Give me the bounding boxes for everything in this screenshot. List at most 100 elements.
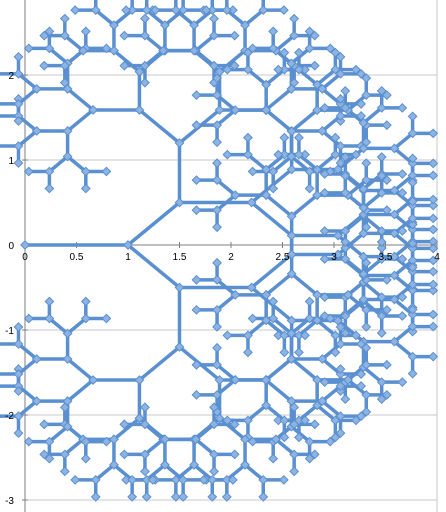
data-point-diamond [361, 389, 372, 400]
data-point-diamond [198, 474, 209, 485]
data-point-diamond [13, 411, 24, 422]
data-point-diamond [317, 83, 328, 94]
data-point-diamond [389, 143, 400, 154]
y-tick-label: 0 [8, 241, 14, 252]
series-line-segment [289, 357, 319, 382]
data-point-diamond [214, 413, 225, 424]
data-point-diamond [212, 304, 222, 315]
data-point-diamond [140, 13, 150, 24]
series-line-segment [65, 108, 95, 133]
data-point-diamond [376, 311, 387, 321]
data-point-diamond [304, 296, 315, 307]
data-point-diamond [304, 453, 315, 464]
series-line-segment [47, 424, 70, 444]
data-point-diamond [243, 64, 253, 75]
data-point-diamond [273, 64, 284, 75]
data-point-diamond [59, 60, 70, 71]
data-point-diamond [309, 60, 320, 71]
data-point-diamond [261, 79, 272, 90]
series-line-segment [264, 108, 294, 133]
data-point-diamond [212, 205, 222, 216]
data-point-diamond [309, 449, 320, 460]
x-tick-label: 0.5 [70, 252, 84, 263]
data-point-diamond [174, 342, 185, 352]
series-line-segment [320, 72, 343, 91]
series-line-segment [112, 416, 142, 442]
data-point-diamond [407, 224, 418, 235]
data-point-diamond [407, 177, 418, 188]
data-point-diamond [23, 166, 34, 177]
data-point-diamond [258, 491, 269, 502]
data-point-diamond [191, 389, 202, 400]
series-line-segment [47, 316, 70, 336]
series-line-segment [93, 463, 116, 482]
series-line-segment [174, 8, 196, 27]
data-point-diamond [247, 313, 258, 324]
data-point-diamond [286, 126, 297, 137]
data-point-diamond [351, 330, 361, 341]
series-line-segment [137, 345, 182, 382]
data-point-diamond [160, 20, 170, 31]
data-point-diamond [212, 342, 222, 353]
data-point-diamond [13, 99, 24, 109]
data-point-diamond [140, 466, 150, 477]
series-line-segment [246, 67, 268, 87]
data-point-diamond [289, 402, 300, 413]
data-point-diamond [140, 449, 150, 460]
data-point-diamond [13, 158, 24, 168]
data-point-diamond [278, 474, 289, 485]
series-line-segment [343, 257, 366, 276]
data-point-diamond [312, 164, 323, 175]
data-point-diamond [127, 491, 138, 502]
series-line-segment [16, 384, 39, 403]
series-markers [13, 5, 439, 502]
data-point-diamond [268, 26, 279, 37]
data-point-diamond [428, 266, 439, 277]
data-point-diamond [330, 330, 341, 341]
series-line-segment [144, 463, 167, 482]
data-point-diamond [134, 375, 145, 385]
data-point-diamond [39, 60, 50, 71]
series-line-segment [63, 33, 85, 53]
data-point-diamond [209, 466, 219, 477]
data-point-diamond [278, 5, 289, 16]
data-point-diamond [340, 254, 351, 264]
data-point-diamond [361, 304, 372, 315]
series-line-segment [271, 316, 294, 336]
data-point-diamond [191, 304, 202, 315]
data-point-diamond [340, 226, 351, 236]
series-line-segment [264, 67, 287, 87]
data-point-diamond [325, 436, 336, 447]
data-point-diamond [312, 190, 323, 201]
data-point-diamond [407, 243, 418, 254]
data-point-diamond [289, 13, 300, 24]
data-point-diamond [389, 336, 400, 347]
data-point-diamond [243, 330, 253, 341]
data-point-diamond [319, 169, 330, 179]
data-point-diamond [31, 126, 42, 136]
data-point-diamond [209, 13, 219, 24]
data-point-diamond [141, 491, 152, 502]
data-point-diamond [312, 289, 323, 300]
data-point-diamond [160, 434, 170, 445]
data-point-diamond [247, 436, 258, 447]
data-point-diamond [376, 237, 387, 247]
data-point-diamond [335, 111, 346, 121]
data-point-diamond [62, 421, 73, 432]
series-line-segment [392, 131, 415, 151]
x-tick-label: 1.5 [173, 252, 187, 263]
data-point-diamond [319, 102, 330, 113]
series-line-segment [315, 318, 338, 338]
series-line-segment [361, 280, 384, 299]
data-point-diamond [319, 187, 330, 198]
series-line-segment [112, 8, 134, 27]
data-point-diamond [13, 141, 24, 151]
data-point-diamond [246, 197, 257, 208]
data-point-diamond [325, 313, 336, 324]
data-point-diamond [407, 326, 418, 337]
data-point-diamond [191, 175, 202, 186]
data-point-diamond [312, 79, 323, 90]
data-point-diamond [361, 359, 372, 370]
data-point-diamond [335, 94, 346, 104]
series-line-segment [264, 357, 294, 382]
